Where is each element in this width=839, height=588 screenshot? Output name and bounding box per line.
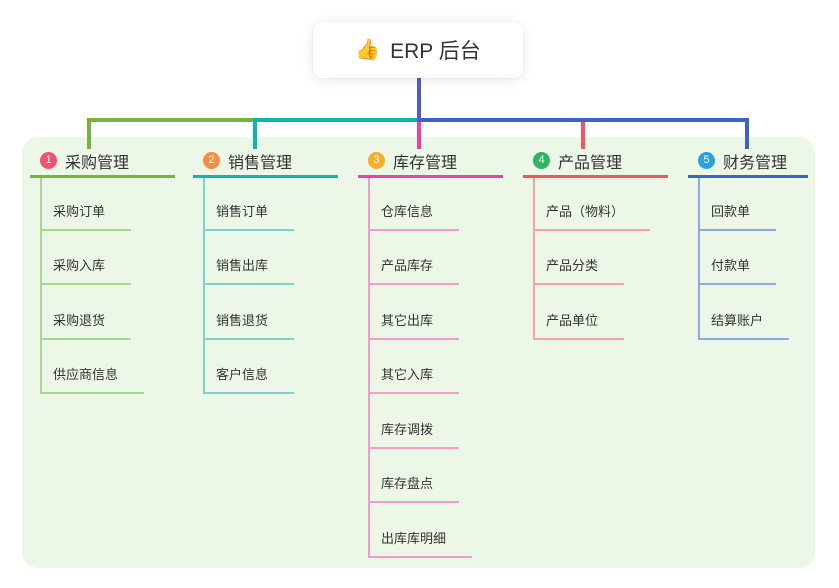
branch-node[interactable]: 2 销售管理	[193, 146, 338, 178]
child-node[interactable]: 销售订单	[203, 203, 295, 231]
child-node[interactable]: 销售退货	[203, 312, 295, 340]
child-trunk-line	[368, 178, 370, 558]
branch-connector-stub	[745, 118, 749, 149]
child-node[interactable]: 采购订单	[40, 203, 132, 231]
branch-number-badge: 5	[698, 152, 715, 169]
bus-segment-mid	[253, 118, 420, 122]
branch-number-badge: 3	[368, 152, 385, 169]
child-trunk-line	[40, 178, 42, 394]
child-node[interactable]: 供应商信息	[40, 366, 145, 394]
branch-number-badge: 2	[203, 152, 220, 169]
child-node[interactable]: 库存盘点	[368, 475, 460, 503]
child-node[interactable]: 产品（物料）	[533, 203, 651, 231]
root-node-label: ERP 后台	[390, 40, 481, 63]
child-node[interactable]: 结算账户	[698, 312, 790, 340]
root-node[interactable]: 👍 ERP 后台	[313, 22, 523, 78]
child-trunk-line	[698, 178, 700, 340]
branch-connector-stub	[253, 118, 257, 149]
child-node[interactable]: 产品分类	[533, 257, 625, 285]
branch-node-label: 库存管理	[393, 154, 458, 172]
child-node[interactable]: 库存调拨	[368, 421, 460, 449]
child-node[interactable]: 产品单位	[533, 312, 625, 340]
child-node[interactable]: 产品库存	[368, 257, 460, 285]
child-node[interactable]: 其它出库	[368, 312, 460, 340]
branch-node-label: 财务管理	[723, 154, 788, 172]
branch-node[interactable]: 4 产品管理	[523, 146, 668, 178]
child-trunk-line	[533, 178, 535, 340]
bus-segment-left	[87, 118, 255, 122]
branch-number-badge: 4	[533, 152, 550, 169]
branch-connector-stub	[87, 118, 91, 149]
branch-node-label: 采购管理	[65, 154, 130, 172]
branch-node[interactable]: 5 财务管理	[688, 146, 808, 178]
branch-connector-stub	[417, 118, 421, 149]
branch-number-badge: 1	[40, 152, 57, 169]
child-trunk-line	[203, 178, 205, 394]
child-node[interactable]: 客户信息	[203, 366, 295, 394]
branch-node[interactable]: 3 库存管理	[358, 146, 503, 178]
child-node[interactable]: 采购入库	[40, 257, 132, 285]
branch-node-label: 销售管理	[228, 154, 293, 172]
child-node[interactable]: 采购退货	[40, 312, 132, 340]
canvas-panel	[22, 137, 815, 568]
child-node[interactable]: 销售出库	[203, 257, 295, 285]
bus-segment-right	[417, 118, 749, 122]
child-node[interactable]: 出库库明细	[368, 530, 473, 558]
child-node[interactable]: 回款单	[698, 203, 777, 231]
root-connector	[417, 78, 421, 122]
branch-node-label: 产品管理	[558, 154, 623, 172]
branch-connector-stub	[581, 118, 585, 149]
thumbs-up-icon: 👍	[355, 39, 381, 61]
child-node[interactable]: 付款单	[698, 257, 777, 285]
branch-node[interactable]: 1 采购管理	[30, 146, 175, 178]
child-node[interactable]: 仓库信息	[368, 203, 460, 231]
child-node[interactable]: 其它入库	[368, 366, 460, 394]
